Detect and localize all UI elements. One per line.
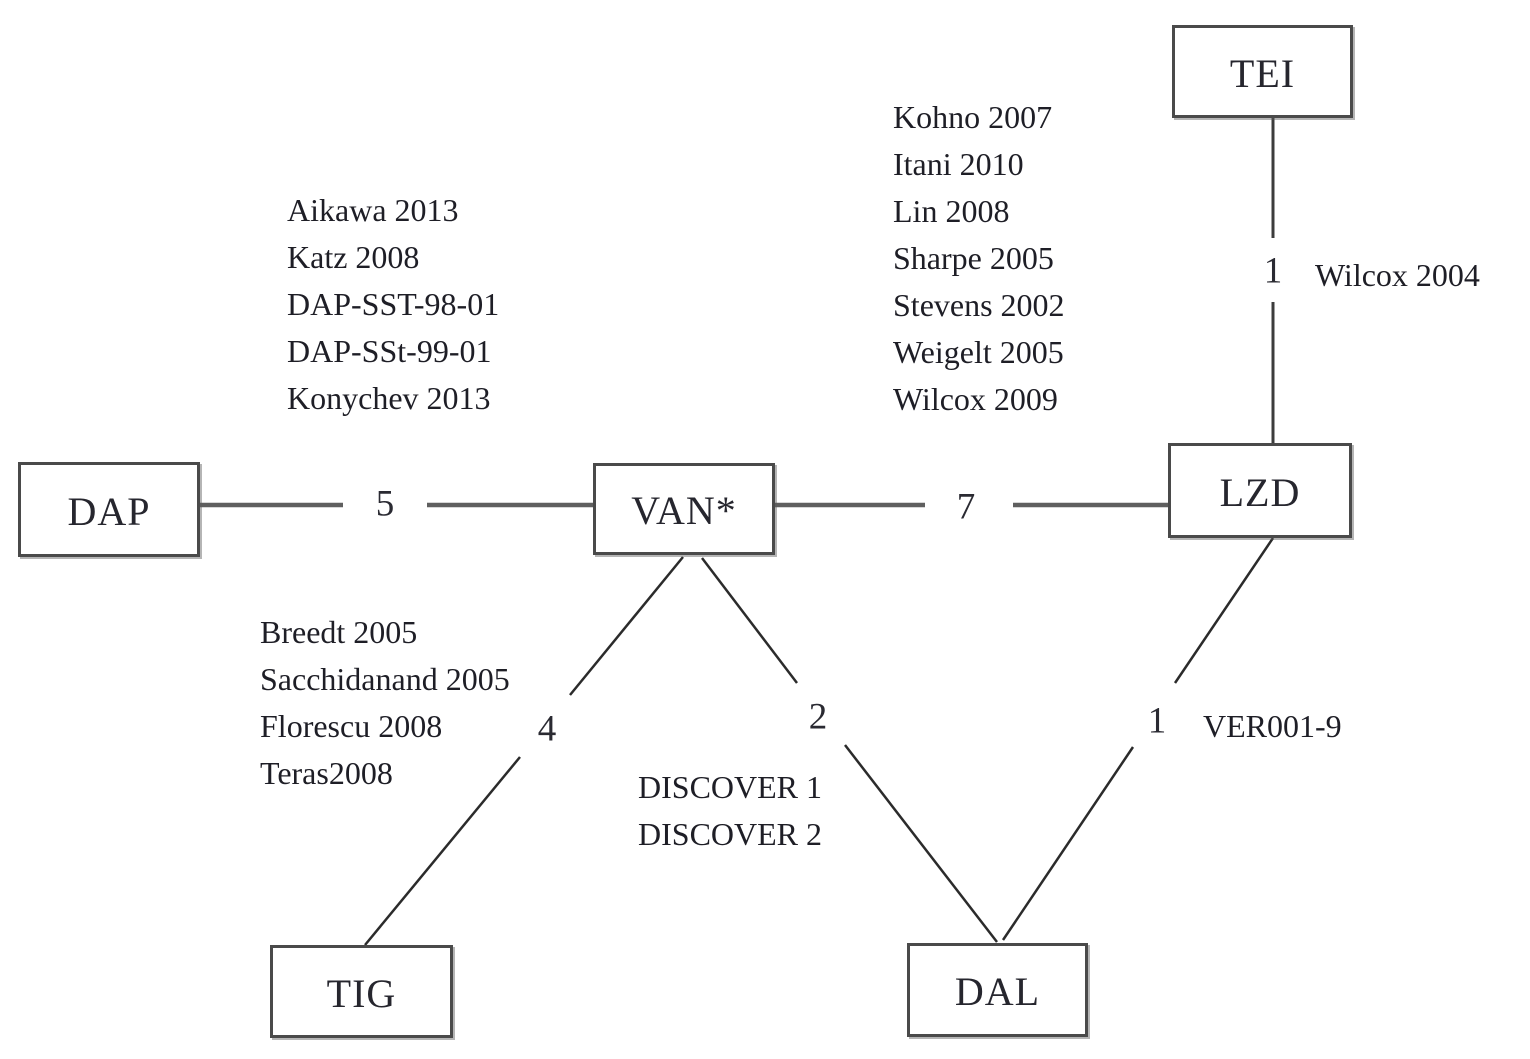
node-label-TEI: TEI: [1229, 50, 1296, 96]
study-item: Aikawa 2013: [287, 192, 459, 228]
study-item: DISCOVER 1: [638, 769, 823, 805]
study-item: Florescu 2008: [260, 708, 443, 744]
edge-count-tei-lzd: 1: [1263, 250, 1283, 292]
study-item: Stevens 2002: [893, 287, 1065, 323]
study-item: Sacchidanand 2005: [260, 661, 510, 697]
node-LZD: LZD: [1168, 443, 1352, 538]
edge-count-lzd-dal: 1: [1147, 700, 1167, 742]
study-item: Itani 2010: [893, 146, 1024, 182]
edge-line-van-tig: [569, 556, 684, 696]
edge-line-lzd-dal: [1001, 746, 1135, 941]
node-label-DAP: DAP: [67, 488, 151, 534]
study-item: Kohno 2007: [893, 99, 1053, 135]
node-TEI: TEI: [1172, 25, 1353, 118]
study-item: DAP-SST-98-01: [287, 286, 500, 322]
edge-count-dap-van: 5: [375, 483, 395, 525]
study-item: Katz 2008: [287, 239, 420, 275]
edge-line-van-dal: [844, 744, 998, 943]
edge-line-van-dal: [701, 557, 798, 684]
edge-count-van-lzd: 7: [956, 486, 976, 528]
study-item: Konychev 2013: [287, 380, 491, 416]
edge-count-van-dal: 2: [808, 696, 828, 738]
node-label-TIG: TIG: [326, 970, 397, 1016]
node-TIG: TIG: [270, 945, 453, 1038]
node-VAN: VAN*: [593, 463, 775, 555]
node-DAL: DAL: [907, 943, 1088, 1037]
study-item: DAP-SSt-99-01: [287, 333, 492, 369]
studies-van-dal: DISCOVER 1 DISCOVER 2: [638, 764, 822, 858]
edge-study-lzd-dal: VER001-9: [1203, 708, 1342, 744]
study-item: Lin 2008: [893, 193, 1010, 229]
edge-line-lzd-dal: [1173, 537, 1275, 684]
edge-count-van-tig: 4: [537, 708, 557, 750]
study-item: Weigelt 2005: [893, 334, 1064, 370]
node-label-LZD: LZD: [1219, 469, 1301, 515]
study-item: DISCOVER 2: [638, 816, 823, 852]
node-DAP: DAP: [18, 462, 200, 557]
study-item: Breedt 2005: [260, 614, 418, 650]
study-item: Wilcox 2009: [893, 381, 1058, 417]
edge-study-tei-lzd: Wilcox 2004: [1315, 257, 1480, 293]
study-item: Sharpe 2005: [893, 240, 1054, 276]
study-item: Teras2008: [260, 755, 393, 791]
node-label-VAN: VAN*: [631, 488, 737, 533]
node-label-DAL: DAL: [954, 969, 1041, 1014]
